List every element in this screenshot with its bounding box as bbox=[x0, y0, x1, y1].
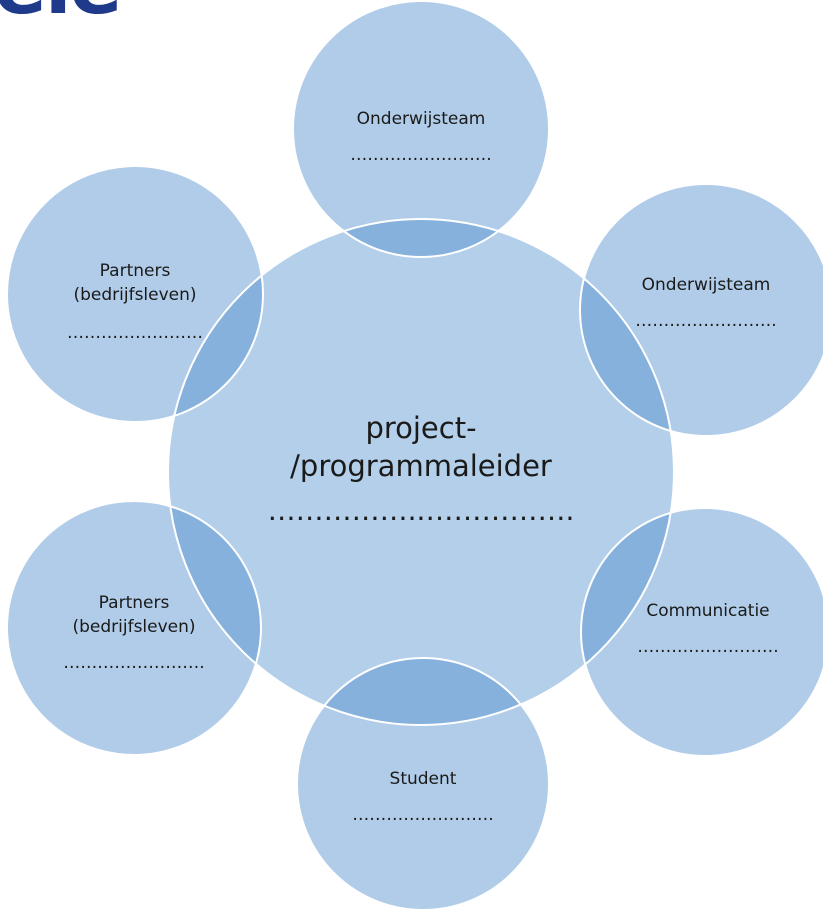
center-label-dots: ……………..……………. bbox=[268, 494, 575, 527]
satellite-top-label: Onderwijsteam bbox=[357, 109, 486, 129]
satellite-upper-left-dots: …………………… bbox=[67, 323, 203, 343]
satellite-lower-left-label-1: Partners bbox=[99, 593, 170, 613]
center-label-line1: project- bbox=[365, 411, 476, 445]
satellite-top-dots: ……………………. bbox=[350, 145, 491, 165]
satellite-upper-left-label-1: Partners bbox=[100, 261, 171, 281]
center-label-line2: /programmaleider bbox=[290, 449, 552, 483]
satellite-lower-right-dots: ……………………. bbox=[637, 637, 778, 657]
satellite-bottom bbox=[297, 658, 549, 910]
center-circle bbox=[168, 219, 674, 725]
satellite-lower-right-label: Communicatie bbox=[646, 601, 769, 621]
satellite-upper-right-label: Onderwijsteam bbox=[642, 275, 771, 295]
satellite-lower-left-dots: ……………………. bbox=[63, 653, 204, 673]
satellite-top bbox=[293, 1, 549, 257]
satellite-lower-left-label-2: (bedrijfsleven) bbox=[72, 617, 195, 637]
circle-outlines bbox=[6, 0, 823, 911]
satellite-upper-right-dots: ……………………. bbox=[635, 311, 776, 331]
satellite-bottom-label: Student bbox=[390, 769, 457, 789]
satellite-upper-left-label-2: (bedrijfsleven) bbox=[73, 285, 196, 305]
header-partial-text: eie bbox=[0, 0, 123, 26]
satellite-bottom-dots: ……………………. bbox=[352, 805, 493, 825]
